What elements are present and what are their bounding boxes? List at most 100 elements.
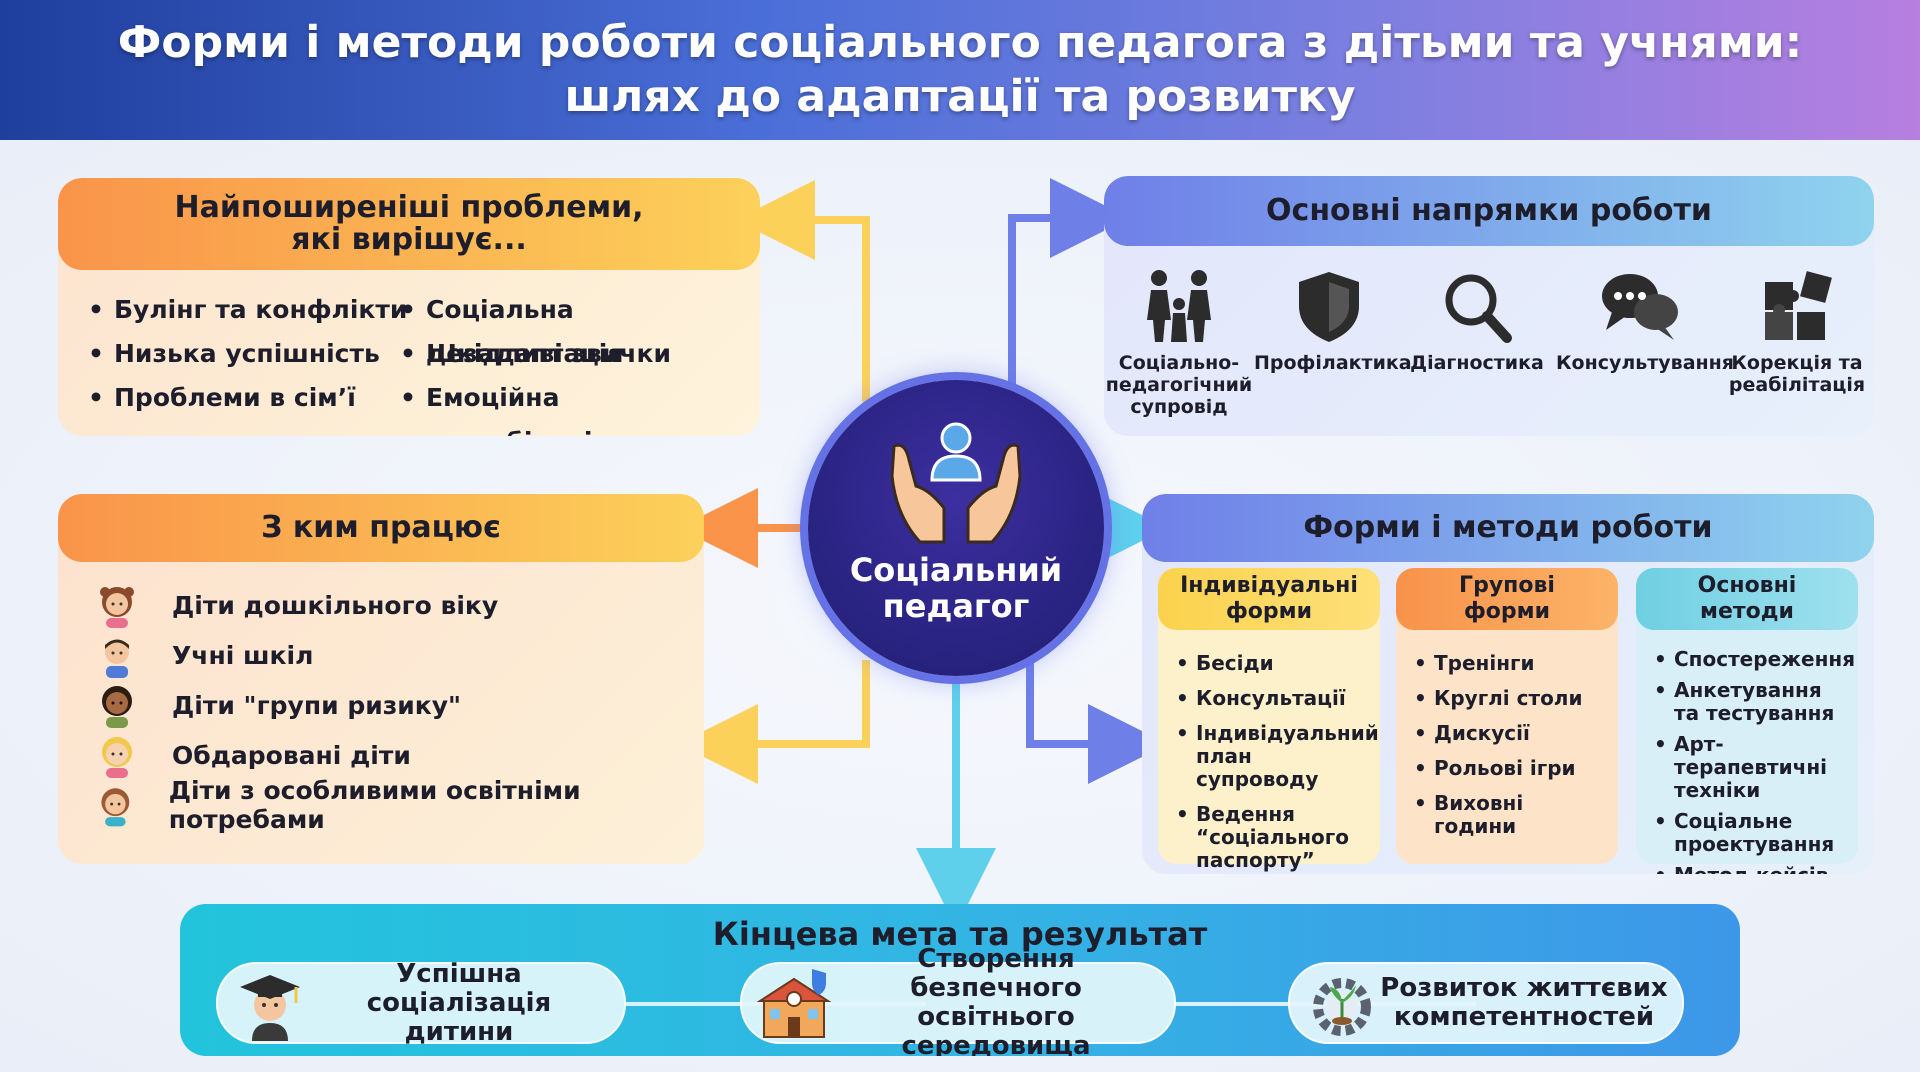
list-item: Метод кейсів (1654, 864, 1850, 875)
list-item: Булінг та конфлікти (88, 288, 407, 332)
direction-label-line-1: Корекція та (1731, 352, 1863, 374)
list-item: Проблеми в сім’ї (88, 376, 407, 420)
direction-label-line-3: супровід (1130, 396, 1228, 418)
group-forms-header: Групові форми (1396, 568, 1618, 630)
goal-line-1: Створення безпечного (910, 944, 1082, 1003)
whom-header: З ким працює (58, 494, 704, 562)
problems-header: Найпоширеніші проблеми, які вирішує... (58, 178, 760, 270)
gifted-child-icon (102, 737, 132, 778)
graduate-icon (240, 975, 300, 1041)
column-title-line-1: Індивідуальні (1180, 573, 1358, 598)
hub-label: Соціальний педагог (808, 552, 1104, 624)
group-forms-list: Тренінги Круглі столи Дискусії Рольові і… (1396, 630, 1618, 838)
whom-item-label: Діти дошкільного віку (172, 590, 499, 620)
direction-label-line-2: педагогічний (1105, 374, 1253, 396)
whom-panel: З ким працює Діти дошкільного віку Учні … (58, 494, 704, 864)
goal-panel: Кінцева мета та результат Успішна соціал… (180, 904, 1740, 1056)
list-item: Дискусії (1414, 722, 1610, 746)
list-item: Обдаровані діти (94, 730, 411, 780)
list-item: Спостереження (1654, 648, 1855, 672)
column-title-line-2: форми (1463, 599, 1551, 624)
methods-header: Основні методи (1636, 568, 1858, 630)
school-icon (756, 969, 832, 1038)
special-needs-child-icon (101, 788, 130, 827)
list-item: Учні шкіл (94, 630, 313, 680)
whom-item-label: Діти "групи ризику" (172, 690, 462, 720)
problems-title-line-1: Найпоширеніші проблеми, (174, 190, 644, 225)
problems-list-right: Соціальна дезадаптація Шкідливі звички Е… (400, 288, 760, 436)
goal-card-safe-environment: Створення безпечного освітнього середови… (740, 945, 1176, 1056)
page-title-line-2: шлях до адаптації та розвитку (564, 71, 1356, 122)
whom-item-label: Діти з особливими освітніми потребами (168, 776, 581, 834)
group-forms-column: Групові форми Тренінги Круглі столи Диск… (1396, 568, 1618, 864)
goal-card-text: Успішна соціалізація дитини (308, 958, 624, 1047)
individual-forms-list: Бесіди Консультації Індивідуальний план … (1158, 630, 1380, 872)
list-item: Ведення “соціального паспорту” (1176, 803, 1372, 872)
column-title-line-2: методи (1700, 599, 1794, 624)
caring-hands-icon (890, 422, 1022, 544)
direction-item: Діагностика (1402, 268, 1552, 374)
list-item: Бесіди (1176, 652, 1372, 676)
individual-forms-header: Індивідуальні форми (1158, 568, 1380, 630)
goal-card-text: Створення безпечного освітнього середови… (832, 944, 1174, 1057)
puzzle-icon (1765, 271, 1832, 340)
list-item: Соціальна дезадаптація (400, 288, 760, 368)
directions-panel: Основні напрямки роботи Соціально- педаг… (1104, 176, 1874, 436)
magnifier-icon (1445, 274, 1512, 343)
social-pedagogue-hub: Соціальний педагог (808, 380, 1104, 676)
preschool-child-icon (100, 587, 134, 628)
list-item: Рольові ігри (1414, 757, 1610, 781)
column-title-line-1: Групові (1459, 573, 1555, 598)
list-item: Виховні години (1414, 792, 1610, 838)
list-item: Соціальне проектування (1654, 810, 1850, 856)
list-item: Діти з особливими освітніми потребами (94, 776, 704, 834)
list-item: Діти дошкільного віку (94, 580, 498, 630)
goal-card-text: Розвиток життєвих компетентностей (1380, 974, 1682, 1032)
forms-header: Форми і методи роботи (1142, 494, 1874, 562)
student-icon (105, 639, 129, 678)
whom-item-label: Учні шкіл (172, 640, 314, 670)
direction-item: Корекція та реабілітація (1722, 268, 1872, 396)
direction-label-line-2: реабілітація (1728, 374, 1866, 396)
forms-panel: Форми і методи роботи Індивідуальні форм… (1142, 494, 1874, 874)
individual-forms-column: Індивідуальні форми Бесіди Консультації … (1158, 568, 1380, 872)
methods-column: Основні методи Спостереження Анкетування… (1636, 568, 1858, 874)
methods-list: Спостереження Анкетування та тестування … (1636, 630, 1858, 875)
direction-item: Профілактика (1254, 268, 1412, 374)
direction-item: Консультування (1556, 268, 1734, 374)
column-title-line-2: форми (1225, 599, 1313, 624)
direction-label-line-1: Діагностика (1410, 352, 1544, 374)
direction-label-line-1: Соціально- (1118, 352, 1240, 374)
page-header: Форми і методи роботи соціального педаго… (0, 0, 1920, 140)
problems-title-line-2: які вирішує... (291, 222, 527, 257)
list-item: Індивідуальний план супроводу (1176, 722, 1379, 791)
column-title-line-1: Основні (1697, 573, 1797, 598)
list-item: Діти "групи ризику" (94, 680, 461, 730)
goal-title: Кінцева мета та результат (712, 915, 1208, 953)
hub-label-line-1: Соціальний (849, 551, 1063, 589)
list-item: Шкідливі звички (400, 332, 760, 376)
list-item: Круглі столи (1414, 687, 1610, 711)
goal-line-1: Успішна соціалізація (366, 958, 552, 1018)
list-item: Низька успішність (88, 332, 407, 376)
problems-panel: Найпоширеніші проблеми, які вирішує... Б… (58, 178, 760, 436)
hub-label-line-2: педагог (882, 587, 1030, 625)
goal-card-socialization: Успішна соціалізація дитини (216, 958, 626, 1047)
at-risk-child-icon (102, 686, 132, 728)
goal-line-2: дитини (404, 1016, 514, 1047)
shield-icon (1299, 272, 1359, 342)
list-item: Анкетування та тестування (1654, 679, 1850, 725)
directions-header: Основні напрямки роботи (1104, 176, 1874, 246)
direction-label-line-1: Консультування (1556, 352, 1734, 374)
list-item: Тренінги (1414, 652, 1610, 676)
page-title-line-1: Форми і методи роботи соціального педаго… (117, 17, 1803, 68)
goal-line-1: Розвиток життєвих (1380, 973, 1668, 1003)
direction-item: Соціально- педагогічний супровід (1104, 268, 1254, 418)
family-icon (1147, 270, 1211, 342)
goal-card-competences: Розвиток життєвих компетентностей (1288, 962, 1684, 1044)
list-item: Емоційна нестабільність (400, 376, 760, 436)
direction-label-line-1: Профілактика (1254, 352, 1412, 374)
problems-list-left: Булінг та конфлікти Низька успішність Пр… (88, 288, 407, 420)
chat-icon (1602, 274, 1678, 340)
list-item: Арт-терапевтичні техніки (1654, 733, 1850, 802)
